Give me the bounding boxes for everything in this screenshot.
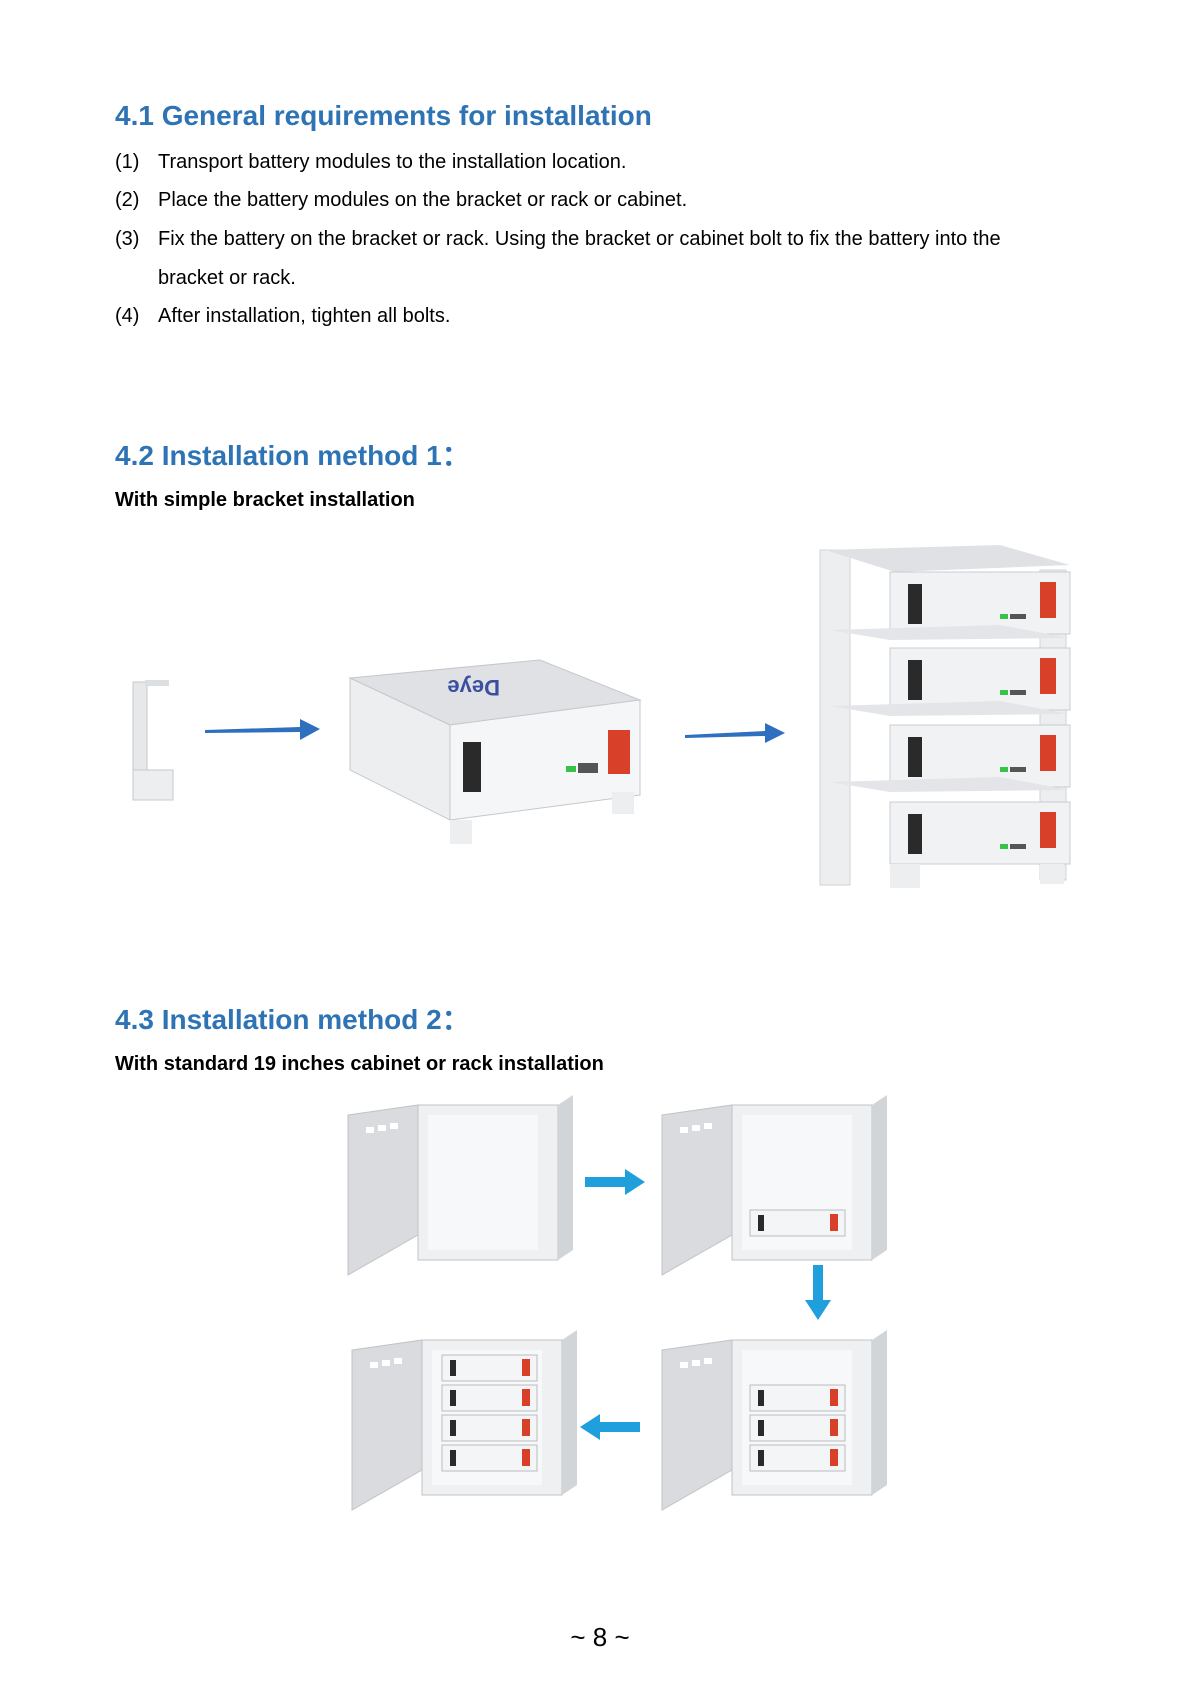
list-item: (3) Fix the battery on the bracket or rac… [115,228,1001,251]
arrow-down-icon [805,1265,831,1320]
list-item: (4) After installation, tighten all bolts… [115,305,450,328]
battery-module-image: Deye [348,659,642,844]
section-subheading: With standard 19 inches cabinet or rack … [115,1053,604,1075]
list-item: (2) Place the battery modules on the brac… [115,189,687,212]
cabinet-one-module-image [661,1094,888,1276]
section-heading-4-2: 4.2 Installation method 1： [115,440,470,471]
section-subheading: With simple bracket installation [115,489,415,511]
item-number: (4) [115,305,140,327]
section-heading-4-1: 4.1 General requirements for installatio… [115,100,652,131]
item-text: Place the battery modules on the bracket… [158,189,688,211]
page-number: ~ 8 ~ [570,1622,630,1652]
bracket-installation-figure: Deye [132,545,1071,888]
section-heading-4-3: 4.3 Installation method 2： [115,1004,470,1035]
item-number: (2) [115,189,140,211]
item-text: bracket or rack. [158,267,296,289]
brand-logo: Deye [447,675,500,700]
arrow-right-icon [585,1169,645,1195]
item-text: Fix the battery on the bracket or rack. … [158,228,1001,250]
item-number: (3) [115,228,140,250]
bracket-image [132,680,174,801]
item-text: Transport battery modules to the install… [158,151,627,173]
list-item-continuation: bracket or rack. [158,267,296,290]
list-item: (1) Transport battery modules to the inst… [115,151,626,174]
arrow-left-icon [580,1414,640,1440]
cabinet-installation-figure [347,1094,888,1511]
cabinet-four-modules-image [351,1329,578,1511]
item-number: (1) [115,151,140,173]
stacked-rack-image [819,545,1071,888]
empty-cabinet-image [347,1094,574,1276]
arrow-right-icon [205,719,320,740]
cabinet-three-modules-image [661,1329,888,1511]
arrow-right-icon [685,723,785,743]
item-text: After installation, tighten all bolts. [158,305,451,327]
